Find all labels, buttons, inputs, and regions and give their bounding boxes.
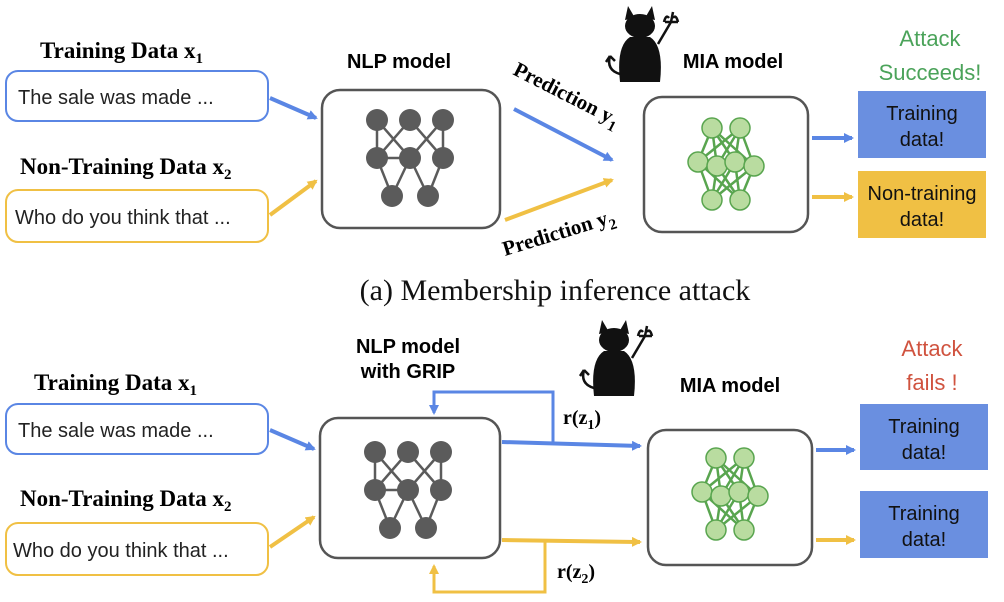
nlp-model-grip-label-line2: with GRIP <box>360 361 455 383</box>
network-node <box>364 479 386 501</box>
network-node <box>364 441 386 463</box>
mia-model-label-a: MIA model <box>683 51 783 73</box>
output-2-line2-a: data! <box>900 209 944 231</box>
nontraining-data-title-b: Non-Training Data x2 <box>20 486 232 515</box>
network-node <box>705 519 727 541</box>
green-network-b <box>691 447 769 541</box>
network-node <box>381 185 403 207</box>
prediction-2-label: Prediction y2 <box>499 204 619 266</box>
network-node <box>430 479 452 501</box>
network-node <box>747 485 769 507</box>
nontraining-text-b: Who do you think that ... <box>13 540 229 562</box>
arrow-prediction-1 <box>513 107 614 162</box>
output-1-line1-b: Training <box>888 416 960 438</box>
training-text-b: The sale was made ... <box>18 420 214 442</box>
network-node <box>733 447 755 469</box>
arrow-train-to-model-b <box>269 428 316 451</box>
training-input-b[interactable] <box>5 403 269 455</box>
r-z1-label: r(z1) <box>563 407 601 433</box>
network-node <box>729 117 751 139</box>
attack-status-line2-a: Succeeds! <box>879 60 982 85</box>
network-node <box>743 155 765 177</box>
network-node <box>691 481 713 503</box>
network-node <box>397 441 419 463</box>
network-node <box>366 109 388 131</box>
training-text-a: The sale was made ... <box>18 87 214 109</box>
network-node <box>399 147 421 169</box>
panel-a: Training Data x1 The sale was made ... N… <box>5 4 986 307</box>
network-node <box>729 189 751 211</box>
panel-b: Training Data x1 The sale was made ... N… <box>5 318 988 594</box>
arrow-nontrain-to-model-a <box>268 179 318 217</box>
feedback-loop-2 <box>429 541 547 594</box>
network-node <box>415 517 437 539</box>
r-z2-label: r(z2) <box>557 561 595 587</box>
network-node <box>399 109 421 131</box>
output-1-line2-a: data! <box>900 129 944 151</box>
nontraining-input-b[interactable] <box>5 522 269 576</box>
nlp-model-grip-label-line1: NLP model <box>356 336 460 358</box>
network-node <box>701 189 723 211</box>
output-1-line2-b: data! <box>902 442 946 464</box>
output-2-line1-a: Non-training <box>868 183 977 205</box>
arrow-model-to-mia-1-b <box>501 440 642 451</box>
training-data-title-b: Training Data x1 <box>34 370 197 399</box>
arrow-train-to-model-a <box>269 96 318 120</box>
gray-network-a <box>366 109 454 207</box>
arrow-model-to-mia-2-b <box>501 536 642 547</box>
nontraining-input-a[interactable] <box>5 189 269 243</box>
devil-cat-icon <box>604 4 680 84</box>
green-network-a <box>687 117 765 211</box>
network-node <box>417 185 439 207</box>
arrow-prediction-2 <box>504 178 614 222</box>
network-node <box>728 481 750 503</box>
training-data-title-a: Training Data x1 <box>40 38 203 67</box>
network-node <box>710 485 732 507</box>
mia-model-label-b: MIA model <box>680 375 780 397</box>
attack-status-line1-b: Attack <box>901 336 963 361</box>
network-node <box>705 447 727 469</box>
network-node <box>706 155 728 177</box>
attack-status-line2-b: fails ! <box>906 370 957 395</box>
output-box-1-a <box>858 91 986 158</box>
network-node <box>366 147 388 169</box>
output-2-line1-b: Training <box>888 503 960 525</box>
network-node <box>733 519 755 541</box>
training-input-a[interactable] <box>5 70 269 122</box>
network-node <box>432 109 454 131</box>
output-box-2-a <box>858 171 986 238</box>
output-1-line1-a: Training <box>886 103 958 125</box>
output-box-2-b <box>860 491 988 558</box>
nlp-model-label-a: NLP model <box>347 51 451 73</box>
gray-network-b <box>364 441 452 539</box>
nontraining-text-a: Who do you think that ... <box>15 207 231 229</box>
caption-a: (a) Membership inference attack <box>360 274 751 307</box>
network-node <box>432 147 454 169</box>
devil-cat-icon <box>578 318 654 398</box>
attack-status-line1-a: Attack <box>899 26 961 51</box>
network-node <box>397 479 419 501</box>
network-node <box>379 517 401 539</box>
network-node <box>687 151 709 173</box>
nontraining-data-title-a: Non-Training Data x2 <box>20 154 232 183</box>
network-node <box>701 117 723 139</box>
feedback-loop-1 <box>429 390 555 444</box>
output-2-line2-b: data! <box>902 529 946 551</box>
network-node <box>724 151 746 173</box>
network-node <box>430 441 452 463</box>
output-box-1-b <box>860 404 988 470</box>
prediction-1-label: Prediction y1 <box>507 57 624 136</box>
arrow-nontrain-to-model-b <box>268 515 316 549</box>
